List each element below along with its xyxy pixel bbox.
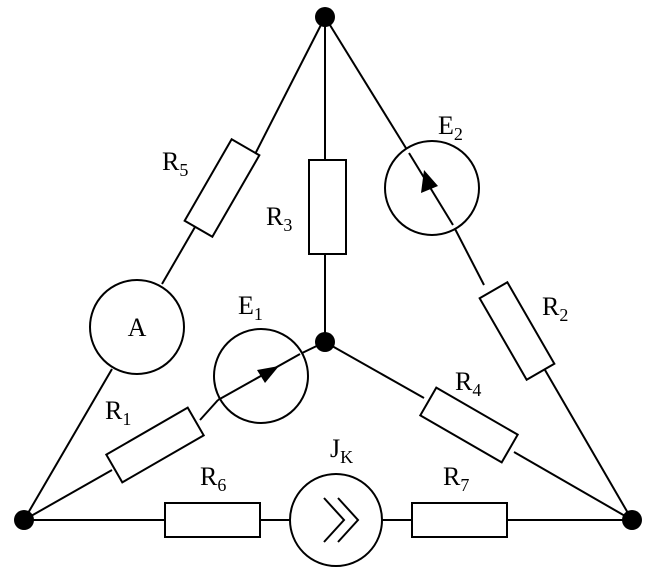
e1-inner-line: [217, 353, 301, 401]
resistor-r2: [478, 280, 556, 382]
wire-right-upper: [324, 16, 410, 154]
resistor-r7: [411, 502, 508, 538]
resistor-r1: [104, 406, 206, 484]
label-a: A: [128, 313, 147, 342]
label-r2: R2: [542, 292, 568, 325]
resistor-r6: [164, 502, 261, 538]
node-bottom-right: [622, 510, 642, 530]
node-center: [315, 332, 335, 352]
label-e2: E2: [438, 111, 463, 144]
label-r7: R7: [443, 462, 469, 495]
ammeter-circle: [89, 279, 185, 375]
voltage-source-e2: [384, 140, 480, 236]
wire-right-lower: [544, 369, 633, 521]
node-bottom-left: [14, 510, 34, 530]
voltage-source-e1: [213, 328, 309, 424]
label-r5: R5: [162, 147, 188, 180]
wire-r1-e1: [199, 399, 219, 421]
label-r6: R6: [200, 462, 226, 495]
current-source-jk: [289, 473, 383, 567]
label-e1: E1: [238, 291, 263, 324]
e2-arrow-icon: [421, 170, 438, 193]
jk-circle: [289, 473, 383, 567]
label-jk: JK: [330, 434, 353, 467]
wire-r4-lower: [513, 451, 633, 521]
label-r3: R3: [266, 202, 292, 235]
e2-inner-line: [408, 152, 454, 226]
resistor-r4: [418, 386, 520, 464]
resistor-r3: [308, 159, 347, 255]
wire-left-middle: [161, 226, 196, 285]
wires: [23, 16, 633, 521]
jk-chevron-left-icon: [323, 497, 346, 543]
label-r4: R4: [455, 367, 481, 400]
node-top: [315, 7, 335, 27]
e1-arrow-icon: [257, 366, 279, 383]
wire-left-lower: [23, 368, 113, 521]
resistor-r5: [183, 137, 261, 239]
label-r1: R1: [105, 396, 131, 429]
wire-right-middle: [452, 224, 485, 286]
wire-left-upper: [249, 16, 326, 165]
wire-r1-left: [23, 469, 113, 521]
wire-r4-upper: [324, 341, 425, 399]
jk-chevron-right-icon: [337, 497, 360, 543]
